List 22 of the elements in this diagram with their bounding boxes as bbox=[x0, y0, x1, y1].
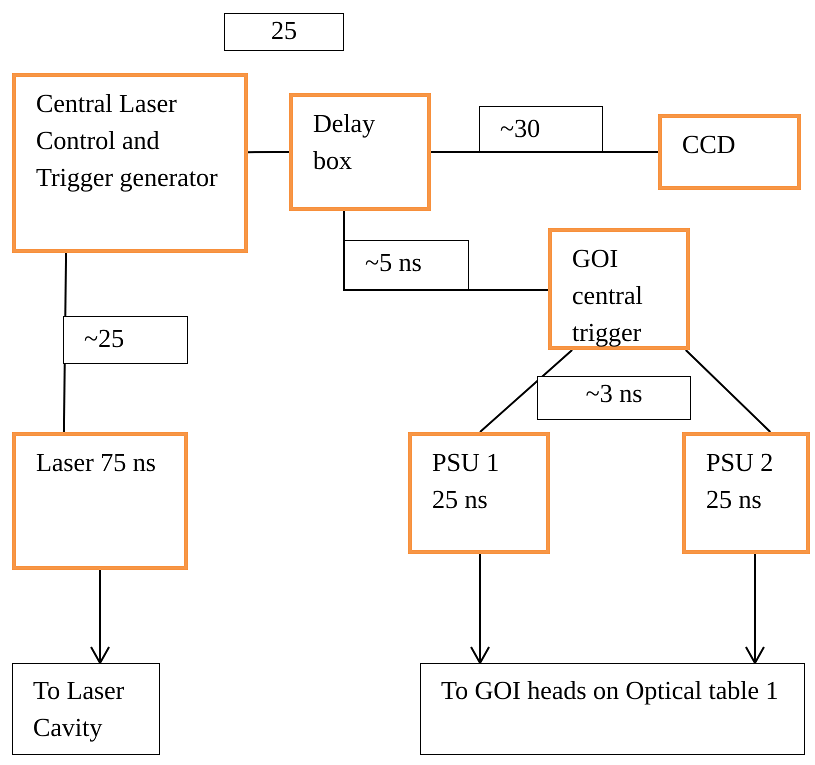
delay-label: ~3 ns bbox=[537, 376, 691, 420]
process-box: PSU 1 25 ns bbox=[408, 432, 550, 554]
connector-line bbox=[431, 151, 658, 153]
delay-label: 25 bbox=[224, 13, 344, 51]
process-box: Central Laser Control and Trigger generator bbox=[12, 73, 248, 253]
process-box: Delay box bbox=[289, 93, 431, 211]
arrow bbox=[90, 570, 110, 664]
process-box: PSU 2 25 ns bbox=[682, 432, 810, 554]
process-box: CCD bbox=[658, 114, 801, 190]
connector-line bbox=[248, 151, 289, 154]
arrow bbox=[744, 554, 765, 664]
arrow bbox=[470, 554, 490, 664]
process-box: Laser 75 ns bbox=[12, 432, 188, 570]
connector-line bbox=[479, 349, 573, 433]
connector-line bbox=[342, 211, 548, 291]
edge-label: ~30 bbox=[479, 106, 603, 152]
connector-line bbox=[685, 349, 772, 433]
edge-label: ~25 bbox=[63, 316, 188, 364]
edge-label: ~5 ns bbox=[344, 240, 469, 290]
destination-box: To Laser Cavity bbox=[12, 663, 160, 755]
process-box: GOI central trigger bbox=[548, 228, 690, 350]
destination-box: To GOI heads on Optical table 1 bbox=[420, 663, 805, 755]
